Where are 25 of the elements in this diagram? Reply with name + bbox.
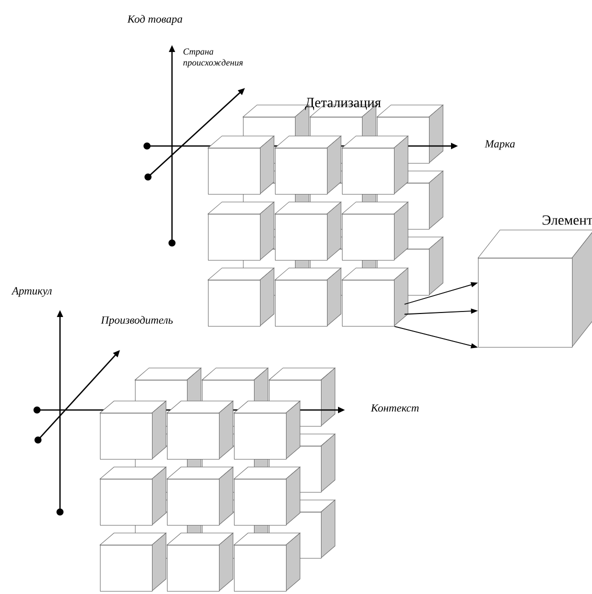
axis-label: Страна происхождения [183,48,243,68]
axis-label: Контекст [370,404,419,412]
axis-label: Артикул [11,287,52,297]
cube [342,136,408,194]
cube [342,268,408,326]
cube [234,532,300,592]
cube [166,532,234,592]
cube [100,466,166,526]
cube [100,400,166,460]
heading: Детализация [305,98,381,110]
cube [100,532,166,592]
cube [274,202,342,260]
cube [234,466,300,526]
axis-label: Марка [484,140,515,150]
cube [166,400,234,460]
cube [166,466,234,526]
cube [208,136,274,194]
cube [208,202,274,260]
axis-label: Производитель [100,316,173,326]
cube [274,268,342,326]
cube [274,136,342,194]
cube [234,400,300,460]
cube [342,202,408,260]
axis-label: Код товара [127,15,182,25]
cube [208,268,274,326]
